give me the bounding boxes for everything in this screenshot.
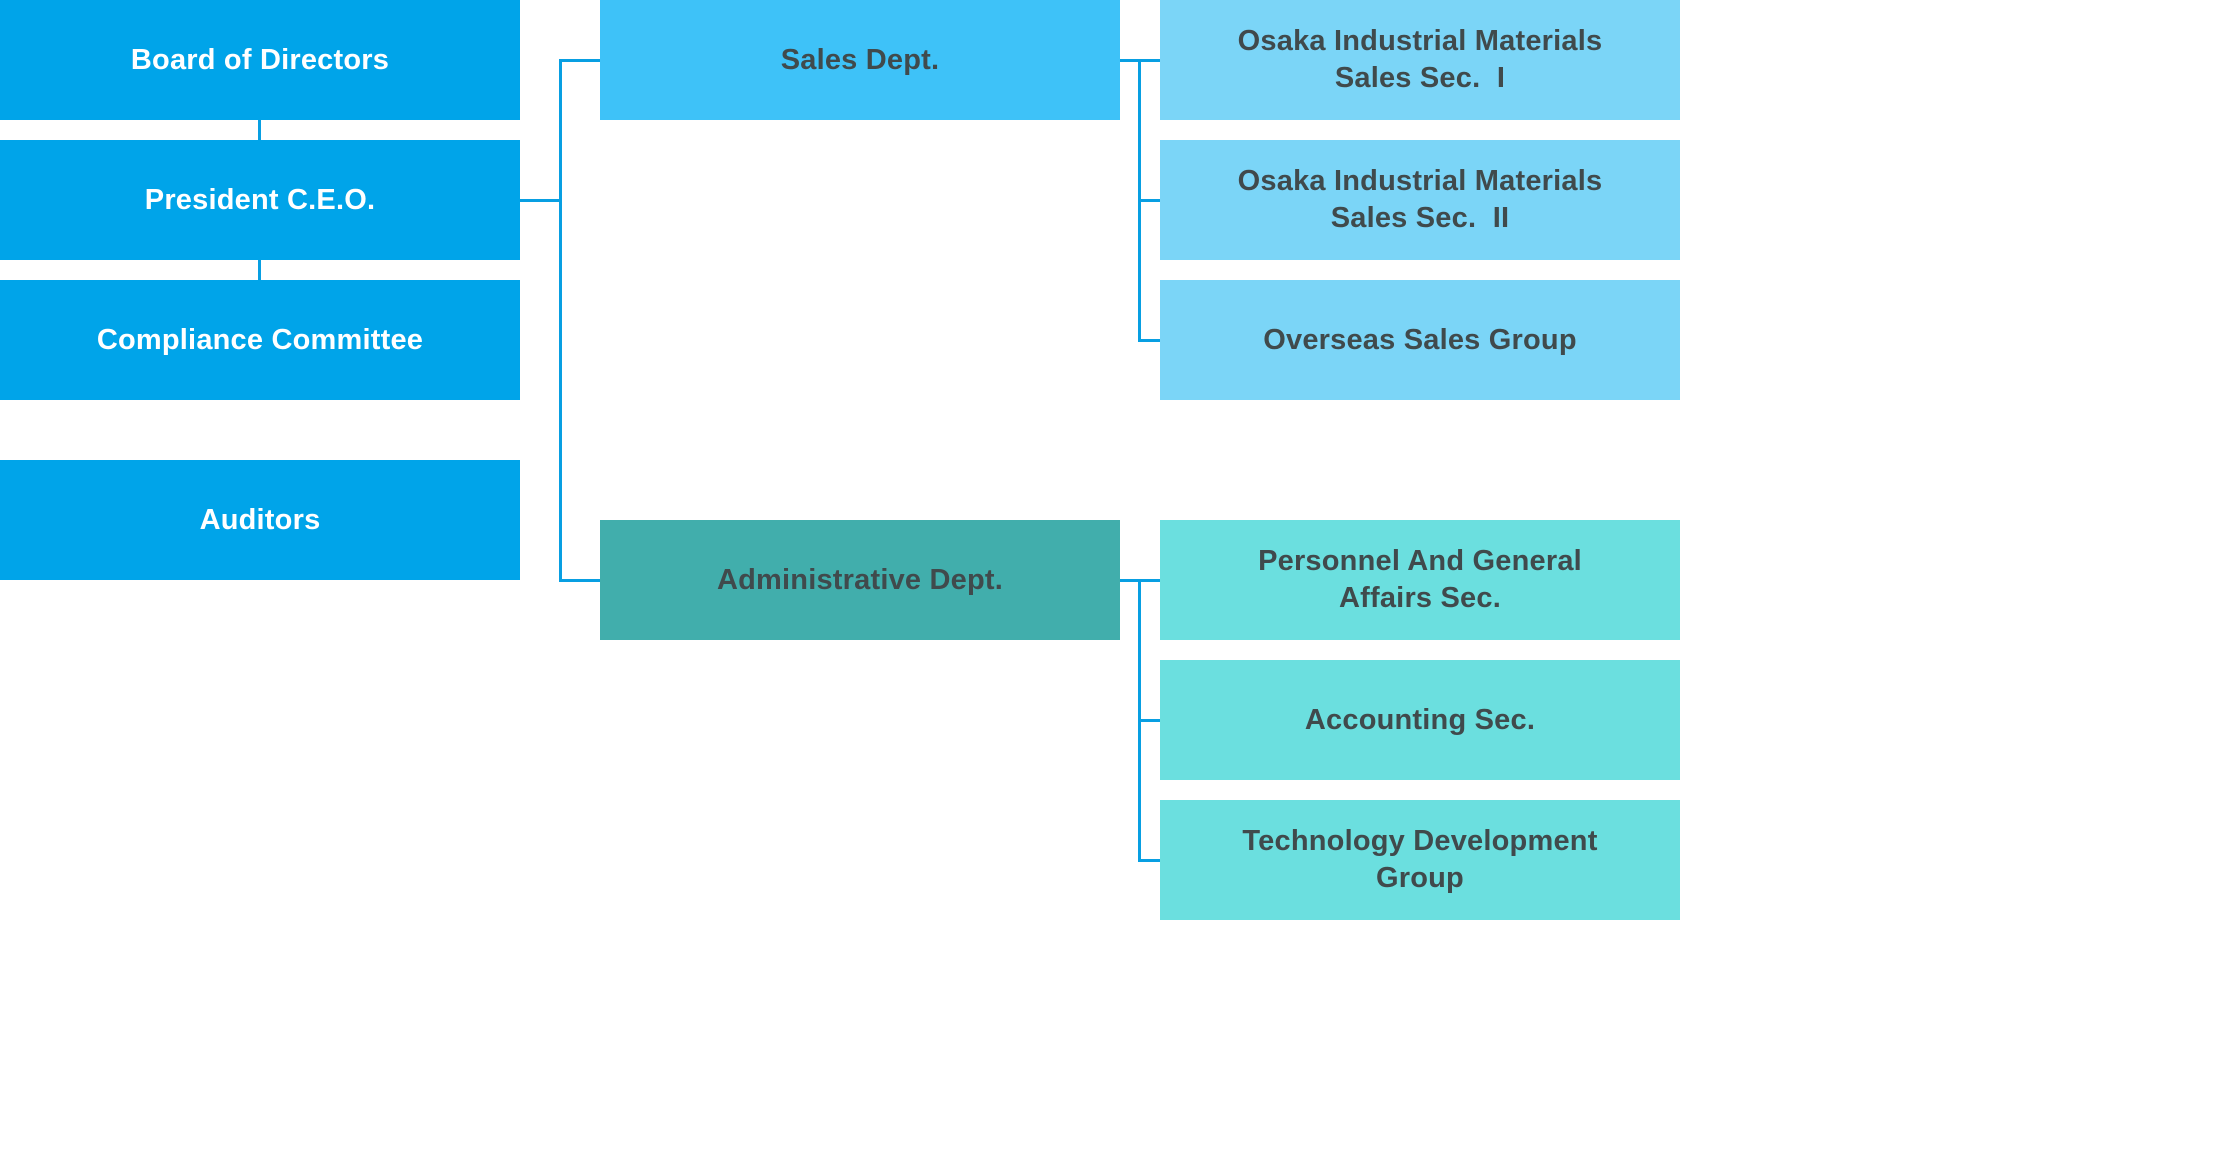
connector-board-president <box>258 120 261 140</box>
org-node-label: Osaka Industrial Materials Sales Sec. II <box>1237 165 1603 234</box>
org-node-label: Personnel And General Affairs Sec. <box>1258 545 1582 614</box>
connector-into-osaka2 <box>1141 199 1160 202</box>
org-node-auditors: Auditors <box>0 460 520 580</box>
org-node-label: Technology Development Group <box>1242 825 1598 894</box>
org-node-overseas-sales-group: Overseas Sales Group <box>1160 280 1680 400</box>
org-node-label: Sales Dept. <box>780 43 940 76</box>
org-node-osaka-sales-sec-2: Osaka Industrial Materials Sales Sec. II <box>1160 140 1680 260</box>
org-node-technology-development-group: Technology Development Group <box>1160 800 1680 920</box>
connector-into-overseas <box>1141 339 1160 342</box>
org-node-compliance-committee: Compliance Committee <box>0 280 520 400</box>
connector-into-sales <box>562 59 600 62</box>
org-node-label: Board of Directors <box>130 43 390 76</box>
connector-into-accounting <box>1141 719 1160 722</box>
org-node-president-ceo: President C.E.O. <box>0 140 520 260</box>
org-node-board-of-directors: Board of Directors <box>0 0 520 120</box>
org-node-accounting-sec: Accounting Sec. <box>1160 660 1680 780</box>
connector-into-admin <box>562 579 600 582</box>
org-node-label: Overseas Sales Group <box>1263 323 1577 356</box>
connector-main-vertical <box>559 59 562 582</box>
connector-president-out <box>520 199 562 202</box>
connector-president-compliance <box>258 260 261 280</box>
connector-admin-vertical <box>1138 579 1141 862</box>
org-node-sales-dept: Sales Dept. <box>600 0 1120 120</box>
org-node-label: Auditors <box>199 503 321 536</box>
org-node-personnel-general-affairs: Personnel And General Affairs Sec. <box>1160 520 1680 640</box>
org-node-osaka-sales-sec-1: Osaka Industrial Materials Sales Sec. I <box>1160 0 1680 120</box>
org-node-label: Accounting Sec. <box>1304 703 1536 736</box>
org-node-label: Compliance Committee <box>96 323 424 356</box>
connector-into-technology <box>1141 859 1160 862</box>
org-node-label: President C.E.O. <box>144 183 376 216</box>
org-node-label: Administrative Dept. <box>717 563 1003 596</box>
org-node-administrative-dept: Administrative Dept. <box>600 520 1120 640</box>
connector-sales-vertical <box>1138 59 1141 342</box>
org-node-label: Osaka Industrial Materials Sales Sec. I <box>1237 25 1603 94</box>
